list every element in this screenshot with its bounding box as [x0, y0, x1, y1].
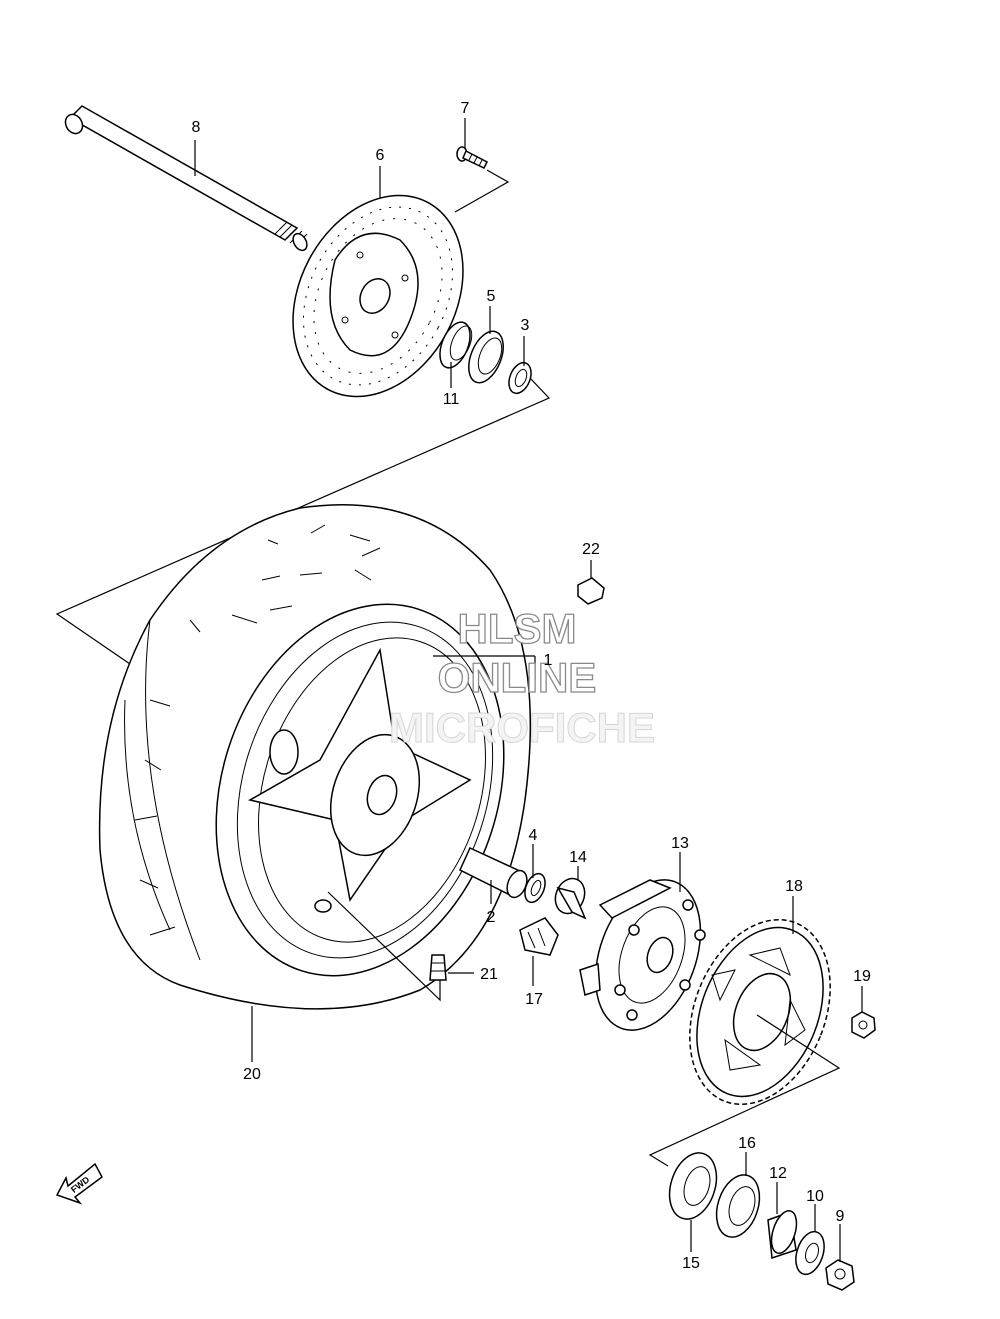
- assembly-lines-lower: [327, 891, 841, 1167]
- leader-lines: [194, 118, 863, 1262]
- nut-9[interactable]: [825, 1259, 855, 1291]
- callout-2: 2: [487, 909, 496, 926]
- valve-21[interactable]: [429, 954, 447, 981]
- damper-17[interactable]: [519, 917, 559, 956]
- nut-19[interactable]: [851, 1011, 876, 1039]
- callout-1: 1: [544, 652, 553, 669]
- callout-labels: 1 2 3 4 5 6 7 8 9 10 11 12 13 14 15 16 1…: [192, 100, 871, 1272]
- rear-axle[interactable]: [62, 105, 310, 253]
- disc-bolt[interactable]: [456, 146, 488, 169]
- oil-seal-16[interactable]: [709, 1169, 767, 1242]
- callout-18: 18: [785, 878, 803, 895]
- watermark-line-2: ONLINE: [438, 654, 597, 701]
- washer-10[interactable]: [791, 1228, 829, 1278]
- spacer-11[interactable]: [434, 318, 476, 372]
- brake-disc[interactable]: [259, 166, 496, 426]
- cushion-22[interactable]: [577, 577, 605, 605]
- callout-17: 17: [525, 991, 543, 1008]
- rear-sprocket[interactable]: [664, 899, 856, 1126]
- watermark-line-3: MICROFICHE: [389, 704, 655, 751]
- bearing-15[interactable]: [662, 1147, 725, 1225]
- callout-16: 16: [738, 1135, 756, 1152]
- callout-4: 4: [529, 827, 538, 844]
- callout-13: 13: [671, 835, 689, 852]
- callout-10: 10: [806, 1188, 824, 1205]
- callout-22: 22: [582, 541, 600, 558]
- spacer-12[interactable]: [767, 1208, 802, 1260]
- callout-11: 11: [443, 391, 460, 408]
- assembly-lines-upper: [55, 169, 551, 665]
- forward-arrow-icon: FWD: [55, 1162, 103, 1205]
- oil-seal-5[interactable]: [462, 326, 510, 387]
- callout-19: 19: [853, 968, 871, 985]
- watermark-line-1: HLSM: [458, 605, 577, 652]
- callout-6: 6: [376, 147, 385, 164]
- bearing-3[interactable]: [505, 359, 536, 396]
- callout-3: 3: [521, 317, 530, 334]
- spacer-14[interactable]: [550, 874, 589, 920]
- callout-9: 9: [836, 1208, 845, 1225]
- callout-14: 14: [569, 849, 587, 866]
- callout-5: 5: [487, 288, 496, 305]
- sprocket-drum[interactable]: [576, 865, 720, 1044]
- rear-wheel-rim[interactable]: [170, 567, 550, 1014]
- collar-2[interactable]: [459, 847, 531, 900]
- callout-12: 12: [769, 1165, 787, 1182]
- bearing-4[interactable]: [521, 871, 549, 906]
- callout-8: 8: [192, 119, 201, 136]
- callout-7: 7: [461, 100, 470, 117]
- callout-15: 15: [682, 1255, 700, 1272]
- callout-21: 21: [480, 966, 498, 983]
- watermark: HLSM ONLINE MICROFICHE: [389, 604, 656, 751]
- callout-20: 20: [243, 1066, 261, 1083]
